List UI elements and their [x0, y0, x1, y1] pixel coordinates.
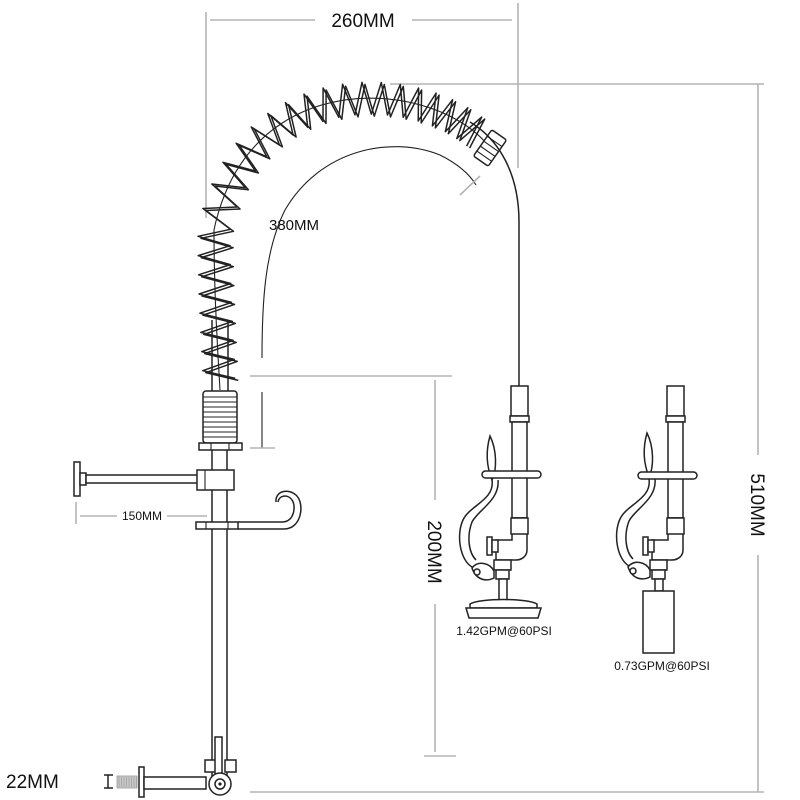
valve-1-elbow-collar: [510, 517, 529, 535]
valve-2-body: [667, 421, 684, 519]
sleeve-ribs: [203, 396, 237, 438]
valve-2-pivot-pin: [629, 567, 637, 575]
elbow-center: [218, 782, 222, 786]
dimension-22mm: 22MM: [6, 772, 113, 793]
wall-arm-rod: [85, 474, 199, 484]
end-cap-body: [473, 129, 507, 167]
valve-2-stem: [654, 578, 664, 592]
spring-coil: [197, 81, 507, 391]
cap-rib: [480, 145, 496, 157]
spring-wire-front: [197, 81, 483, 380]
dim-260-label: 260MM: [331, 11, 394, 32]
spray-valve-2: 0.73GPM@60PSI: [614, 385, 710, 673]
hook-collar: [195, 521, 239, 530]
inlet-thread-lines: [118, 777, 137, 787]
dimension-260mm: 260MM: [205, 3, 519, 218]
dim-380-arc-tick: [459, 175, 481, 196]
valve-2-elbow-collar: [666, 517, 685, 535]
valve-2-flow-label: 0.73GPM@60PSI: [614, 659, 710, 673]
dim-380-label: 380MM: [269, 217, 319, 234]
valve-1-side-plug: [491, 539, 499, 553]
dim-150-label: 150MM: [122, 509, 162, 523]
valve-2-lever-outer: [615, 478, 650, 567]
main-riser: [198, 320, 243, 780]
valve-1-head-base: [464, 607, 543, 619]
valve-1-body: [511, 421, 528, 519]
valve-2-lever-inner: [625, 478, 656, 560]
spring-end-cap: [473, 129, 507, 167]
spray-valve-1: 1.42GPM@60PSI: [456, 385, 552, 638]
valve-2-guard-ring: [637, 471, 698, 480]
valve-1-neck-a: [493, 559, 512, 571]
dimension-510mm: 510MM: [250, 83, 767, 793]
spring-wire-back: [200, 83, 486, 382]
valve-1-stem: [498, 578, 508, 602]
valve-2-nut: [665, 415, 686, 423]
cap-rib: [483, 140, 499, 152]
dimension-200mm: 200MM: [250, 375, 456, 757]
hook-holder: [195, 490, 302, 530]
wall-flange: [73, 461, 81, 497]
flex-hose: [469, 121, 520, 386]
valve-2-lever-tip: [643, 430, 654, 479]
valve-2-neck-b: [651, 569, 666, 580]
valve-2-side-plug: [647, 539, 655, 553]
dimension-150mm: 150MM: [75, 502, 207, 524]
valve-1-nut: [509, 415, 530, 423]
spring-hose-core: [213, 97, 491, 391]
valve-2-top-tube: [666, 385, 685, 417]
arm-clamp: [196, 469, 235, 491]
dim-380-arc: [261, 146, 477, 359]
valve-1-lever-inner: [468, 479, 499, 561]
valve-1-head-dome: [469, 598, 538, 609]
dim-200-label: 200MM: [423, 520, 444, 583]
hook-inner: [238, 490, 302, 530]
inlet-fitting: [116, 736, 237, 798]
cap-rib: [476, 150, 492, 162]
valve-1-neck-b: [495, 569, 510, 580]
inlet-thread: [116, 775, 138, 789]
valve-1-lever-outer: [458, 479, 493, 568]
valve-1-guard-ring: [481, 470, 542, 479]
flange-collar: [79, 472, 87, 486]
hook-outer: [238, 495, 295, 523]
valve-block-right: [224, 759, 237, 773]
valve-1-flow-label: 1.42GPM@60PSI: [456, 624, 552, 638]
dim-22-label: 22MM: [6, 772, 59, 793]
spring-loops: [197, 81, 486, 382]
valve-2-cylinder-head: [642, 590, 675, 654]
dimension-380mm: 380MM: [250, 146, 481, 449]
valve-1-pivot-pin: [473, 568, 481, 576]
valve-2-neck-a: [649, 559, 668, 571]
wall-bracket: [73, 461, 235, 497]
valve-1-top-tube: [510, 385, 529, 417]
dim-510-label: 510MM: [746, 473, 767, 536]
inlet-pipe: [143, 776, 207, 790]
sleeve-nut: [198, 442, 243, 451]
